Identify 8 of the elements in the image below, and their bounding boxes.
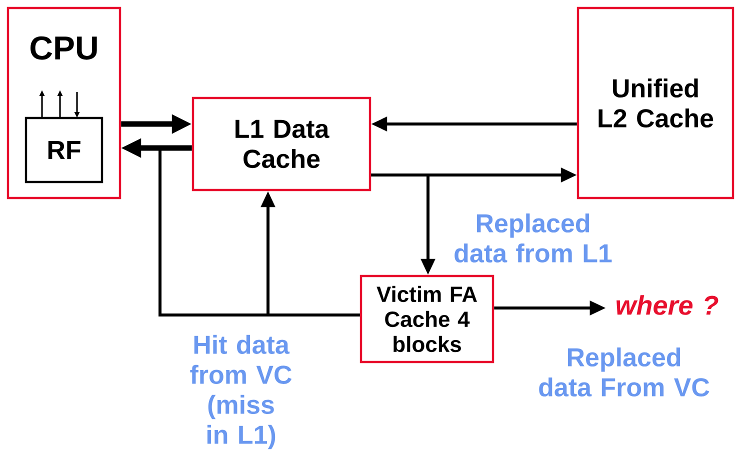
cache-box: L1 Data Cache <box>192 96 372 192</box>
edge-label: Replaced data from L1 <box>440 212 626 264</box>
edge-label: Replaced data From VC <box>530 346 718 398</box>
edge-label: Hit data from VC (miss in L1) <box>185 334 297 450</box>
register-file-box: RF <box>24 116 104 184</box>
question-text: where ? <box>616 295 718 315</box>
cache-box: Victim FA Cache 4 blocks <box>360 274 494 364</box>
cache-box: Unified L2 Cache <box>576 6 734 200</box>
